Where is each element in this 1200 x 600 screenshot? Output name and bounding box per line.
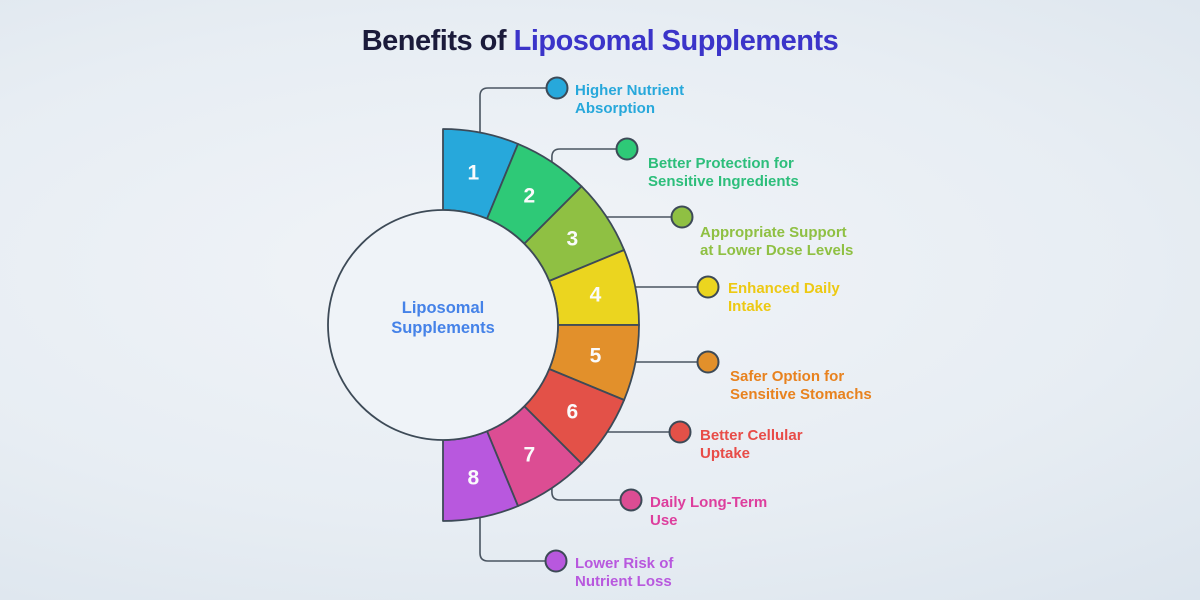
segment-number-6: 6 [566, 400, 578, 423]
bullet-dot-8 [544, 549, 568, 573]
segment-number-7: 7 [524, 443, 536, 466]
segment-number-8: 8 [467, 467, 479, 490]
segment-number-5: 5 [590, 344, 602, 367]
connector-line-1 [479, 87, 547, 133]
page-title: Benefits of Liposomal Supplements [0, 27, 1200, 56]
bullet-dot-5 [696, 350, 720, 374]
segment-number-2: 2 [524, 185, 536, 208]
connector-line-2 [551, 148, 617, 163]
bullet-dot-4 [696, 275, 720, 299]
segment-number-3: 3 [566, 228, 578, 251]
bullet-dot-1 [545, 76, 569, 100]
segment-number-1: 1 [467, 162, 479, 185]
bullet-dot-7 [619, 488, 643, 512]
bullet-dot-3 [670, 205, 694, 229]
segment-number-4: 4 [590, 284, 602, 307]
title-highlight: Liposomal Supplements [513, 25, 839, 57]
title-prefix: Benefits of [361, 25, 514, 57]
center-circle [327, 209, 559, 441]
bullet-dot-6 [668, 420, 692, 444]
bullet-dot-2 [615, 137, 639, 161]
connector-line-8 [479, 517, 546, 562]
connector-line-7 [551, 487, 621, 501]
